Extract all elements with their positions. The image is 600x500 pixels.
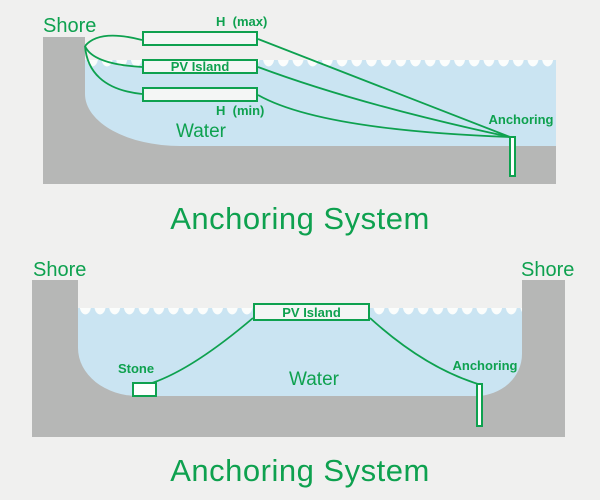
top-shore-label: Shore (43, 15, 97, 37)
pv-island-box-hmin (142, 87, 258, 102)
h-max-label: H (max) (216, 14, 268, 29)
stone-label: Stone (117, 361, 155, 376)
pv-island-label: PV Island (170, 59, 230, 74)
pv-island-label-bottom: PV Island (282, 304, 341, 320)
bottom-anchor-pile (476, 383, 483, 427)
pv-island-box: PV Island (142, 59, 258, 74)
top-title: Anchoring System (170, 201, 430, 236)
top-anchor-pile (509, 136, 516, 177)
stone-block (132, 382, 157, 397)
bottom-title: Anchoring System (170, 453, 430, 488)
h-min-label: H (min) (216, 103, 265, 118)
bottom-anchoring-label: Anchoring (452, 358, 518, 373)
bottom-shore-label-left: Shore (33, 259, 87, 281)
top-water-label: Water (176, 121, 226, 142)
pv-island-box-bottom: PV Island (253, 303, 370, 321)
mooring-line-shore-to-hmax (84, 34, 143, 47)
pv-island-box-hmax (142, 31, 258, 46)
bottom-shore-label-right: Shore (521, 259, 575, 281)
top-anchoring-label: Anchoring (488, 112, 554, 127)
bottom-water-label: Water (289, 369, 339, 390)
